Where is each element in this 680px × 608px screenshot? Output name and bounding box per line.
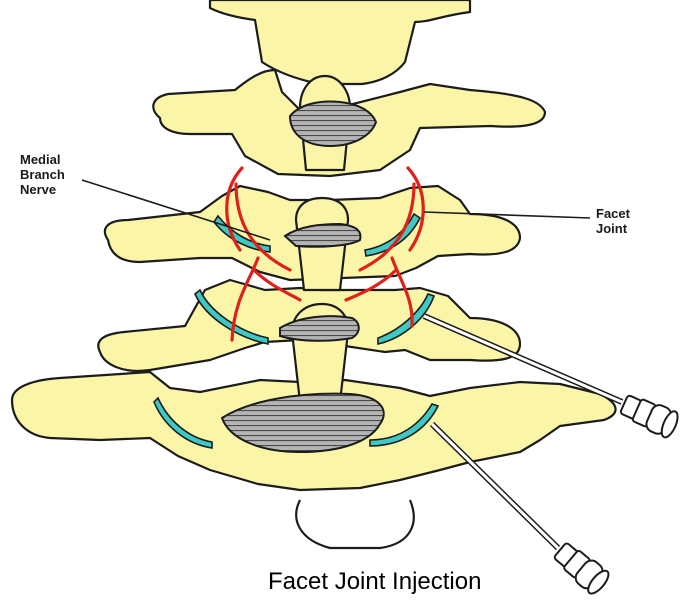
facet-joint-line-2: Joint [596,221,630,236]
medial-branch-nerve-line-1: Medial [20,152,65,167]
medial-branch-nerve-label: Medial Branch Nerve [20,152,65,197]
facet-joint-label: Facet Joint [596,206,630,236]
medial-branch-nerve-line-2: Branch [20,167,65,182]
facet-joint-line-1: Facet [596,206,630,221]
sacral-ala [296,500,414,548]
upper-vertebra-body [210,0,470,84]
medial-branch-nerve-line-3: Nerve [20,182,65,197]
diagram-caption: Facet Joint Injection [268,568,481,596]
